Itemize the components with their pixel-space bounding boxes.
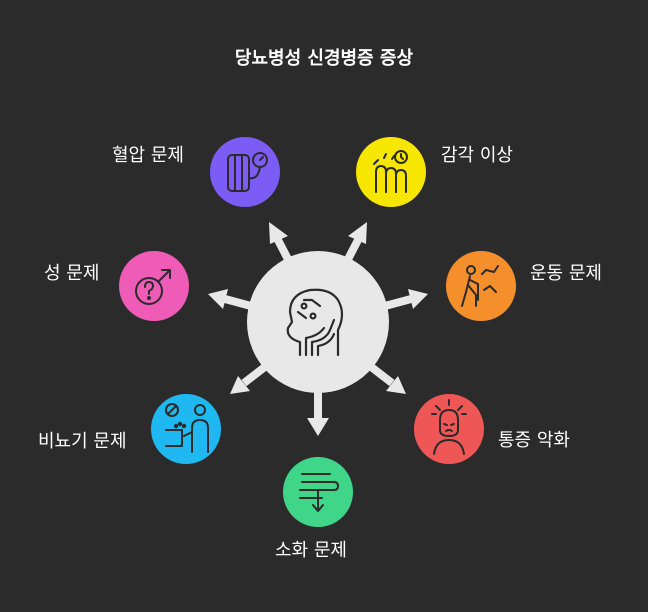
person-distress-icon (431, 399, 467, 455)
node-urinary (151, 394, 221, 464)
male-symbol-question-icon (135, 269, 171, 305)
node-digestion (283, 457, 353, 527)
label-blood-pressure: 혈압 문제 (112, 145, 184, 166)
person-walking-cane-icon (461, 265, 499, 307)
label-pain: 통증 악화 (498, 430, 570, 451)
node-sensory (356, 137, 426, 207)
arrow-urinary (230, 362, 269, 394)
urinary-person-icon (165, 403, 209, 453)
label-sensory: 감각 이상 (441, 145, 513, 166)
arrow-digestion (307, 392, 329, 436)
label-digestion: 소화 문제 (275, 540, 347, 561)
head-neuron-icon (286, 288, 344, 357)
center-node (247, 251, 389, 393)
diagram-title: 당뇨병성 신경병증 증상 (234, 48, 414, 69)
label-sexual: 성 문제 (44, 263, 100, 284)
node-motor (446, 251, 516, 321)
label-motor: 운동 문제 (530, 263, 602, 284)
arrows (208, 222, 428, 436)
arrow-motor (383, 289, 428, 310)
digestive-flow-icon (299, 473, 339, 512)
arrow-sexual (208, 289, 253, 310)
blood-pressure-monitor-icon (227, 152, 268, 192)
fingertips-clock-icon (373, 150, 408, 193)
arrow-pain (367, 362, 406, 394)
node-sexual (119, 251, 189, 321)
node-pain (414, 394, 484, 464)
node-blood-pressure (210, 137, 280, 207)
label-urinary: 비뇨기 문제 (38, 431, 127, 452)
